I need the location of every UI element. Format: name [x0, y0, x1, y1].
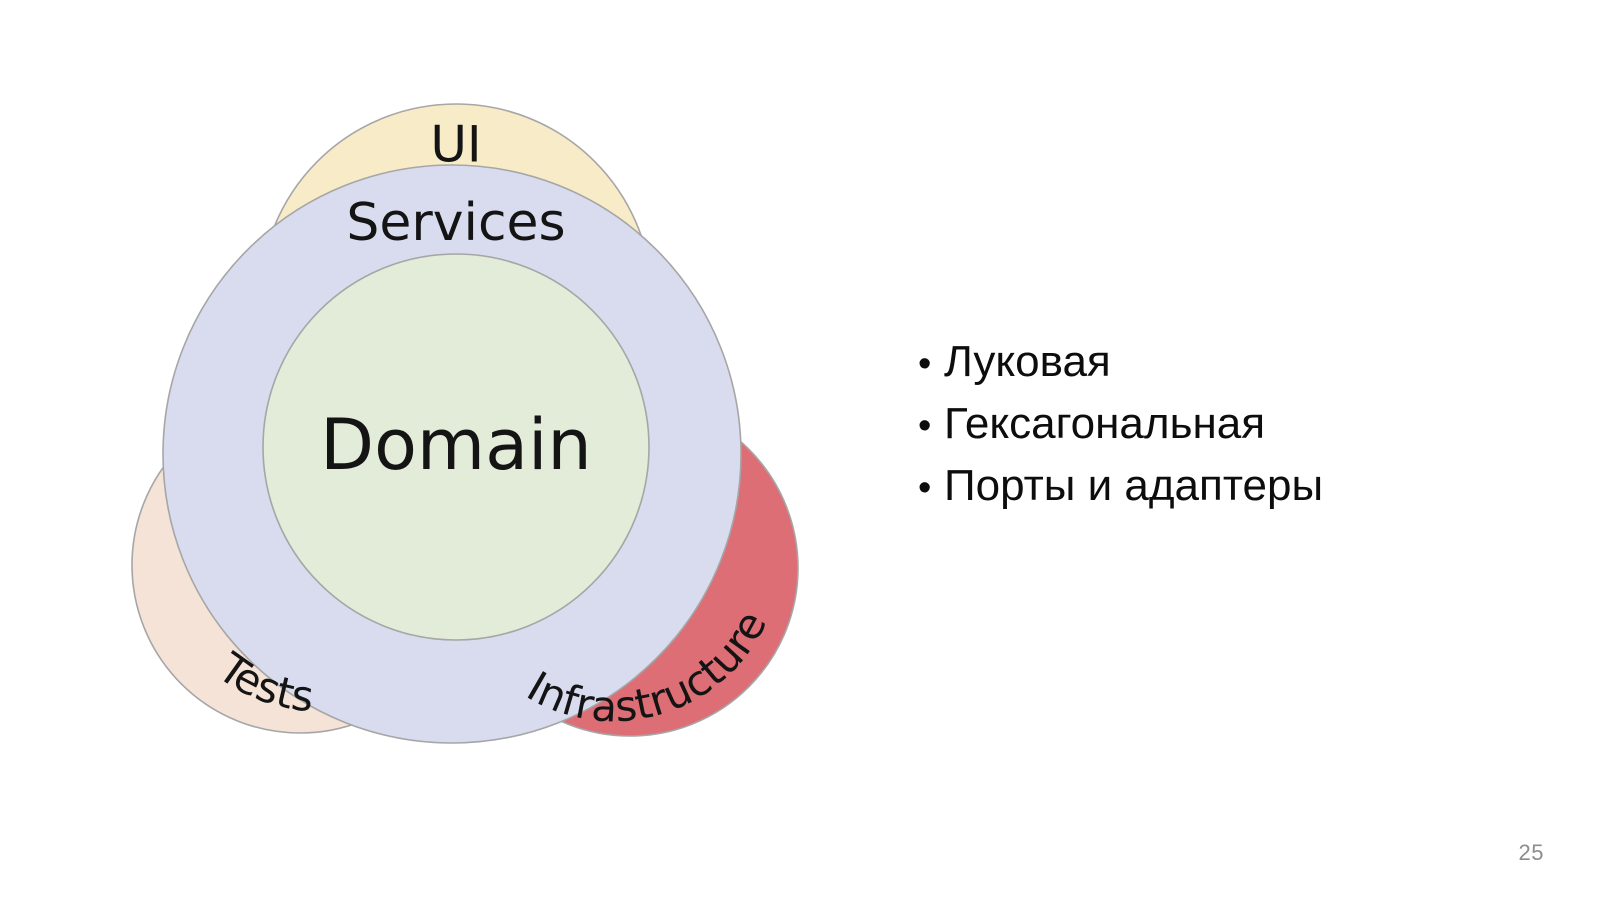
ring-domain	[262, 253, 650, 641]
architecture-styles-list: • Луковая • Гексагональная • Порты и ада…	[918, 332, 1538, 518]
bullet-icon: •	[918, 467, 932, 509]
architecture-layers-diagram: UI Services Tests Infrastructure Domain	[110, 80, 830, 780]
ring-label-services: Services	[346, 193, 565, 253]
page-number: 25	[1518, 840, 1544, 865]
list-item: • Гексагональная	[918, 394, 1538, 456]
ring-label-domain: Domain	[320, 404, 592, 486]
list-item: • Луковая	[918, 332, 1538, 394]
bullet-icon: •	[918, 343, 932, 385]
ring-label-ui: UI	[430, 116, 481, 174]
list-item: • Порты и адаптеры	[918, 456, 1538, 518]
list-item-label: Луковая	[944, 337, 1111, 386]
list-item-label: Порты и адаптеры	[944, 461, 1324, 510]
bullet-icon: •	[918, 405, 932, 447]
list-item-label: Гексагональная	[944, 399, 1266, 448]
